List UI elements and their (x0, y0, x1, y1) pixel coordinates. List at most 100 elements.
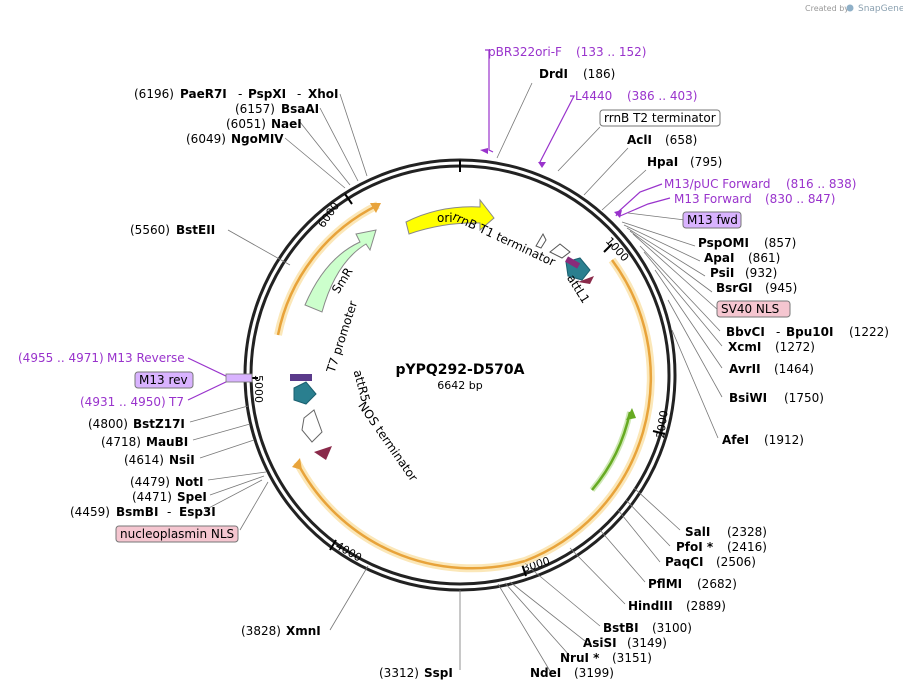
primer-t7-name: T7 (168, 395, 184, 409)
site-bsaai-pos: (6157) (235, 102, 275, 116)
nucleoplasmin-nls-label: nucleoplasmin NLS (120, 527, 234, 541)
site-esp3i-name: Esp3I (179, 505, 216, 519)
site-bstbi-pos: (3100) (652, 621, 692, 635)
m13-rev-label: M13 rev (139, 373, 188, 387)
site-hindiii-name: HindIII (628, 599, 673, 613)
attr5-label: attR5 (351, 368, 373, 403)
m13-rev-box (134, 371, 194, 389)
site-bbvci-sep: - (776, 325, 780, 339)
site-pfoi-pos: (2416) (727, 540, 767, 554)
site-pspomi-name: PspOMI (698, 236, 749, 250)
site-bsteii-name: BstEII (176, 223, 215, 237)
site-spei-pos: (4471) (132, 490, 172, 504)
site-bsiwi-name: BsiWI (729, 391, 767, 405)
site-bsaai-name: BsaAI (281, 102, 319, 116)
site-xhoi-name: XhoI (308, 87, 339, 101)
site-nsii-name: NsiI (169, 453, 195, 467)
site-acli-name: AclI (627, 133, 652, 147)
sv40-nls-label: SV40 NLS (721, 302, 779, 316)
site-xmni-name: XmnI (286, 624, 321, 638)
primer-m13puc-range: (816 .. 838) (786, 177, 856, 191)
site-bstbi-name: BstBI (603, 621, 639, 635)
primer-m13fwd-range: (830 .. 847) (765, 192, 835, 206)
site-xcmi-name: XcmI (728, 340, 761, 354)
site-ndei-pos: (3199) (574, 666, 614, 680)
tick-2000: 2000 (654, 409, 671, 439)
ori-feature (405, 198, 495, 235)
site-bsiwi-pos: (1750) (784, 391, 824, 405)
site-asisi-name: AsiSI (583, 636, 617, 650)
site-sali-pos: (2328) (727, 525, 767, 539)
ori-label: ori (437, 211, 453, 225)
snapgene-brand: SnapGene (858, 4, 903, 14)
plasmid-name: pYPQ292-D570A (395, 362, 524, 378)
site-xcmi-pos: (1272) (775, 340, 815, 354)
site-avrii-name: AvrII (729, 362, 761, 376)
tick-5000: 5000 (252, 375, 265, 403)
site-bsmbi-pos: (4459) (70, 505, 110, 519)
site-bstz17i-name: BstZ17I (133, 417, 185, 431)
primer-m13puc-name: M13/pUC Forward (664, 177, 771, 191)
site-bsmbi-sep: - (167, 505, 171, 519)
site-bsrgi-pos: (945) (765, 281, 797, 295)
primer-t7-range: (4931 .. 4950) (80, 395, 166, 409)
rrnb-t1-feature (535, 232, 547, 249)
site-pspxi-name: PspXI (248, 87, 286, 101)
site-ngomiv-pos: (6049) (186, 132, 226, 146)
primer-m13rev-name: M13 Reverse (107, 351, 185, 365)
nos-terminator-arrow (301, 409, 323, 443)
site-acli-pos: (658) (665, 133, 697, 147)
site-spei-name: SpeI (177, 490, 207, 504)
cds-arc-right (524, 259, 652, 563)
m13-primer-arrow (614, 210, 622, 218)
site-noti-name: NotI (175, 475, 204, 489)
m13-rev-feature (225, 373, 253, 383)
cds-arrowhead-left (370, 203, 381, 213)
site-pflmi-pos: (2682) (697, 577, 737, 591)
tick-4000: 4000 (333, 539, 364, 564)
site-naei-name: NaeI (271, 117, 302, 131)
t7-promoter-label: T7 promoter (324, 299, 361, 375)
rrnb-t2-box (599, 109, 721, 127)
site-ngomiv-name: NgoMIV (231, 132, 284, 146)
nos-terminator-feature (314, 446, 332, 460)
ticks (246, 160, 666, 577)
site-hpai-pos: (795) (690, 155, 722, 169)
m13fwd-leader (627, 212, 686, 221)
attl1-label: attL1 (564, 272, 592, 306)
site-pfoi-name: PfoI * (676, 540, 714, 554)
smr-feature (304, 229, 377, 313)
sv40-nls-box (716, 300, 791, 318)
rrnb-t2-label: rrnB T2 terminator (604, 111, 716, 125)
pbr322-primer-arrow (480, 148, 488, 154)
site-bsrgi-name: BsrGI (716, 281, 753, 295)
site-afei-name: AfeI (722, 433, 749, 447)
site-drdi-pos: (186) (583, 67, 615, 81)
m13-fwd-box (682, 211, 742, 229)
site-nrui-pos: (3151) (612, 651, 652, 665)
primer-l4440-range: (386 .. 403) (627, 89, 697, 103)
site-paer7i-sep2: - (297, 87, 301, 101)
site-sspi-pos: (3312) (379, 666, 419, 680)
site-bstz17i-pos: (4800) (88, 417, 128, 431)
site-psii-pos: (932) (745, 266, 777, 280)
site-paqci-pos: (2506) (716, 555, 756, 569)
site-ndei-name: NdeI (530, 666, 561, 680)
site-sspi-name: SspI (424, 666, 453, 680)
primer-m13fwd-name: M13 Forward (674, 192, 752, 206)
attl1-marker (565, 256, 581, 269)
site-maubi-pos: (4718) (101, 435, 141, 449)
attr5-feature (293, 381, 317, 405)
site-apai-name: ApaI (704, 251, 734, 265)
site-psii-name: PsiI (710, 266, 734, 280)
site-nrui-name: NruI * (560, 651, 600, 665)
site-sali-name: SalI (685, 525, 710, 539)
site-paer7i-pos: (6196) (134, 87, 174, 101)
leader-lines (189, 82, 723, 672)
nos-terminator-label: NOS terminator (355, 399, 420, 484)
primer-l4440-name: L4440 (575, 89, 612, 103)
site-bbvci-pos: (1222) (849, 325, 889, 339)
cds-arc-bottom (295, 461, 526, 570)
